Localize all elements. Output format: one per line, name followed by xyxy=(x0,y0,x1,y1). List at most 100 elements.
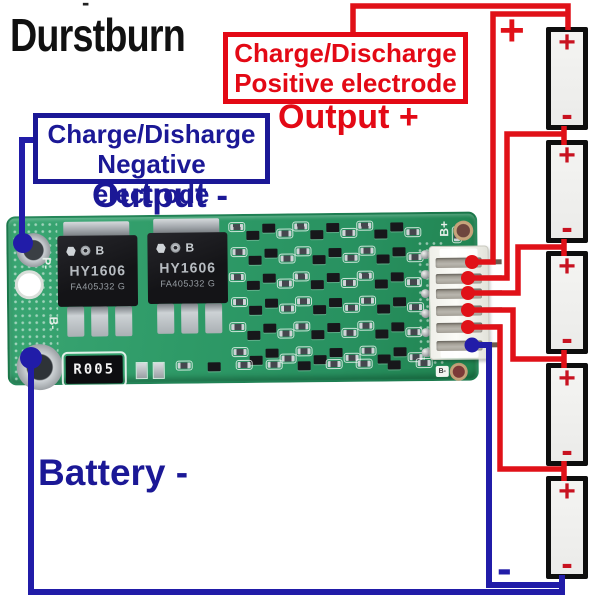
battery-plus-symbol: + xyxy=(558,250,576,283)
smd-component xyxy=(329,347,343,358)
smd-component xyxy=(313,305,327,315)
battery-plus-symbol: + xyxy=(558,26,576,59)
smd-component xyxy=(392,297,407,307)
battery-minus-symbol: - xyxy=(561,209,573,247)
smd-component xyxy=(247,330,261,340)
mounting-hole-bottom-right xyxy=(449,362,468,381)
pack-negative-symbol: - xyxy=(497,544,512,593)
pin-contact xyxy=(480,307,503,313)
battery-minus-label: Battery - xyxy=(38,452,189,493)
smd-component xyxy=(355,358,373,369)
smd-component xyxy=(311,330,325,340)
smd-component xyxy=(276,228,294,239)
smd-component xyxy=(390,272,404,282)
smd-component xyxy=(175,360,193,371)
smd-component xyxy=(328,247,342,258)
pin-contact xyxy=(479,259,502,265)
smd-component xyxy=(404,227,422,238)
pin-contact xyxy=(480,324,503,330)
smd-component xyxy=(207,362,221,372)
smd-component xyxy=(343,352,361,363)
smd-component xyxy=(277,328,295,339)
smd-component xyxy=(341,327,359,338)
smd-component xyxy=(374,229,388,239)
smd-component xyxy=(265,298,279,308)
positive-callout-line1: Charge/Discharge xyxy=(234,38,457,68)
smd-component xyxy=(326,222,340,233)
battery-minus-symbol: - xyxy=(561,545,573,583)
smd-component xyxy=(340,277,358,288)
smd-component xyxy=(342,252,360,263)
battery-plus-symbol: + xyxy=(558,475,576,508)
smd-component xyxy=(228,271,246,283)
smd-component xyxy=(356,220,374,231)
battery-plus-symbol: + xyxy=(558,362,576,395)
smd-component xyxy=(229,321,247,333)
battery-plus-symbol: + xyxy=(558,139,576,172)
silk-label-b-plus: B+ xyxy=(437,220,452,237)
smd-component xyxy=(246,230,260,240)
smd-component xyxy=(356,270,374,281)
pin-contact xyxy=(479,290,502,296)
smd-component-area xyxy=(8,214,481,388)
mounting-hole-top-right xyxy=(453,220,474,241)
smd-component xyxy=(278,253,296,264)
smd-component xyxy=(326,272,340,283)
stray-mark: - xyxy=(82,0,90,15)
connector-pin-5 xyxy=(436,322,503,333)
smd-component xyxy=(405,327,423,338)
smd-component xyxy=(230,296,249,308)
smd-component xyxy=(358,245,376,256)
battery-minus-symbol: - xyxy=(561,320,573,358)
output-minus-label: Output - xyxy=(92,176,229,215)
connector-latch xyxy=(439,248,478,257)
smd-component xyxy=(295,346,313,357)
smd-component xyxy=(265,359,283,370)
smd-component xyxy=(391,322,405,332)
bms-board: P- B- B HY1606 FA405J32 G xyxy=(6,211,503,391)
smd-component xyxy=(279,303,297,314)
smd-component xyxy=(249,305,263,315)
positive-callout-line2: Positive electrode xyxy=(234,68,457,98)
battery-minus-symbol: - xyxy=(561,96,573,134)
smd-component xyxy=(377,304,391,314)
battery-minus-symbol: - xyxy=(561,432,573,470)
smd-component xyxy=(393,347,407,357)
connector-pin-4 xyxy=(436,305,503,316)
smd-component xyxy=(293,321,311,332)
smd-component xyxy=(359,345,377,356)
smd-component xyxy=(312,255,326,265)
smd-component xyxy=(246,280,260,290)
battery-cell: + - xyxy=(546,26,588,134)
jst-balance-connector xyxy=(428,245,503,361)
battery-cell: + - xyxy=(546,475,588,583)
smd-component xyxy=(297,361,311,371)
smd-component xyxy=(415,357,433,369)
smd-component xyxy=(392,247,406,257)
smd-component xyxy=(264,248,278,258)
smd-component xyxy=(375,329,389,339)
connector-pin-3 xyxy=(435,288,502,299)
smd-component xyxy=(390,222,404,232)
smd-component xyxy=(327,322,341,333)
smd-component xyxy=(358,295,377,306)
battery-cell: + - xyxy=(546,139,588,247)
smd-component xyxy=(262,223,276,233)
connector-pin-6 xyxy=(436,340,503,351)
smd-component xyxy=(265,348,279,358)
smd-component xyxy=(235,359,253,371)
smd-component xyxy=(325,358,343,370)
smd-component xyxy=(310,280,324,290)
smd-component xyxy=(404,277,422,288)
smd-component xyxy=(292,221,310,232)
wire-output-positive xyxy=(350,3,571,34)
smd-component xyxy=(294,296,313,307)
pin-contact xyxy=(480,342,503,348)
smd-component xyxy=(248,255,262,265)
battery-cell: + - xyxy=(546,362,588,470)
connector-pin-1 xyxy=(435,257,502,268)
smd-component xyxy=(357,320,375,331)
smd-component xyxy=(310,230,324,240)
connector-pin-2 xyxy=(435,273,502,284)
